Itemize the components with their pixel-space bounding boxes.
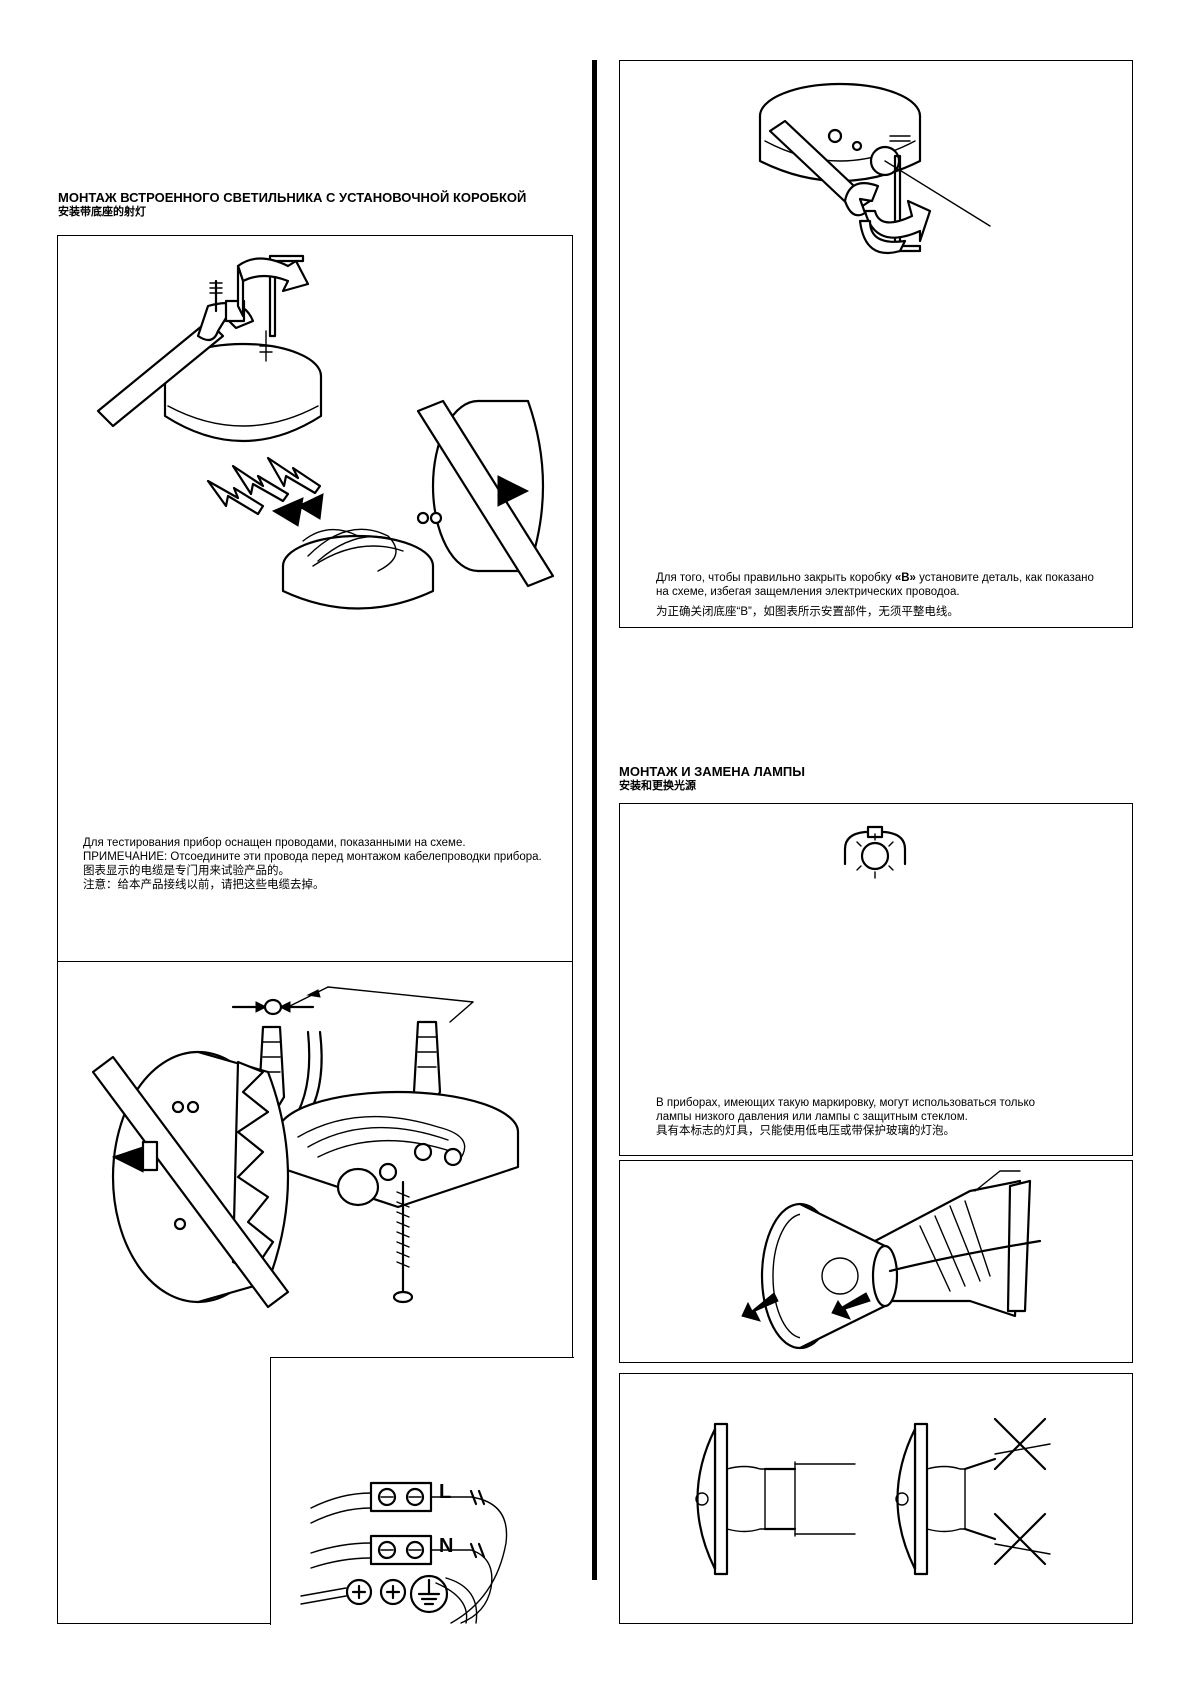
section-heading-lamp: МОНТАЖ И ЗАМЕНА ЛАМПЫ 安装和更换光源 (619, 764, 805, 794)
lamp-caption-line: лампы низкого давления или лампы с защит… (656, 1111, 968, 1123)
lamp-orientation-panel (619, 1373, 1133, 1624)
ceiling-mount-illustration (91, 986, 520, 1309)
caption-note-zh: 注意：给本产品接线以前，请把这些电缆去掉。 (83, 879, 325, 891)
terminal-label-n: N (439, 1535, 454, 1557)
heading-ru: МОНТАЖ ВСТРОЕННОГО СВЕТИЛЬНИКА С УСТАНОВ… (58, 190, 527, 205)
closing-caption-ru: Для того, чтобы правильно закрыть коробк… (656, 571, 1126, 585)
earth-ground-icon (409, 1574, 449, 1614)
lamp-caption-zh: 具有本标志的灯具，只能使用低电压或带保护玻璃的灯泡。 (656, 1125, 955, 1137)
column-divider (592, 60, 597, 1580)
caption-text: установите деталь, как показано (915, 572, 1094, 584)
lamp-heading-ru: МОНТАЖ И ЗАМЕНА ЛАМПЫ (619, 764, 805, 779)
mounting-panel: L N (57, 961, 574, 1625)
box-label-b: «B» (894, 572, 916, 584)
caption-note: ПРИМЕЧАНИЕ: Отсоедините эти провода пере… (83, 851, 542, 863)
box-closing-panel: Для того, чтобы правильно закрыть коробк… (619, 60, 1133, 628)
cross-mark-icon (993, 1512, 1047, 1566)
lamp-replacement-panel (619, 1160, 1133, 1363)
wrench-icon (768, 119, 880, 217)
wiring-caption: Для тестирования прибор оснащен проводам… (83, 836, 573, 892)
section-heading-recessed-mount: МОНТАЖ ВСТРОЕННОГО СВЕТИЛЬНИКА С УСТАНОВ… (58, 190, 526, 220)
heading-zh: 安装带底座的射灯 (58, 206, 146, 218)
wiring-test-panel: Для тестирования прибор оснащен проводам… (57, 235, 573, 963)
closing-caption-zh: 为正确关闭底座“B”，如图表所示安置部件，无须平整电线。 (656, 606, 959, 618)
terminal-block-illustration (300, 1481, 508, 1624)
caption-line-zh: 图表显示的电缆是专门用来试验产品的。 (83, 865, 290, 877)
fixture-tighten-illustration (96, 254, 555, 610)
protected-lamp-symbol-icon (843, 825, 907, 879)
caption-text: Для того, чтобы правильно закрыть коробк… (656, 572, 895, 584)
lamp-caption-line: В приборах, имеющих такую маркировку, мо… (656, 1097, 1036, 1109)
terminal-label-l: L (439, 1481, 452, 1503)
lamp-caption: В приборах, имеющих такую маркировку, мо… (656, 1096, 1126, 1138)
lamp-orientation-illustration (695, 1417, 1051, 1576)
lamp-replacement-illustration (741, 1170, 1042, 1350)
lamp-heading-zh: 安装和更换光源 (619, 780, 696, 792)
box-closing-illustration (758, 82, 991, 255)
caption-line: Для тестирования прибор оснащен проводам… (83, 837, 466, 849)
closing-caption-ru-line2: на схеме, избегая защемления электрическ… (656, 586, 960, 598)
lamp-marking-panel: В приборах, имеющих такую маркировку, мо… (619, 803, 1133, 1156)
terminal-wiring-inset: L N (270, 1357, 574, 1625)
closing-caption: Для того, чтобы правильно закрыть коробк… (656, 571, 1126, 619)
cross-mark-icon (993, 1417, 1047, 1471)
